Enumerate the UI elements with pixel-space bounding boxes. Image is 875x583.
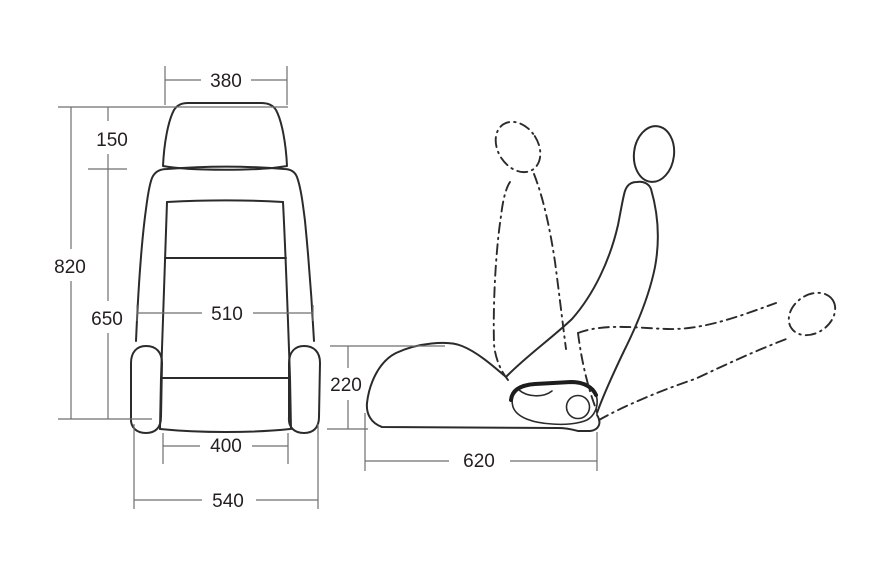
forward-back-front-edge bbox=[492, 181, 511, 381]
dim-overall-width-label: 540 bbox=[212, 491, 244, 512]
dim-headrest-width: 380 bbox=[164, 66, 288, 105]
dim-headrest-width-label: 380 bbox=[210, 71, 242, 92]
dim-seat-depth-label: 620 bbox=[463, 451, 495, 472]
reclined-back-upper-edge bbox=[577, 302, 777, 334]
front-bolster-left bbox=[129, 345, 163, 434]
dim-overall-height-label: 820 bbox=[54, 257, 86, 278]
recliner-knob bbox=[565, 394, 591, 420]
dim-cushion-width: 400 bbox=[162, 433, 289, 464]
forward-back-rear-edge bbox=[533, 173, 567, 350]
dim-headrest-height-label: 150 bbox=[96, 130, 128, 151]
backrest-position-forward-dashed bbox=[492, 120, 567, 381]
recliner-cover bbox=[511, 380, 598, 426]
dim-backrest-width-label: 510 bbox=[211, 304, 243, 325]
front-view-seat bbox=[129, 102, 321, 434]
recliner-cover-stitch bbox=[518, 389, 553, 397]
reclined-back-pivot-edge bbox=[577, 332, 599, 415]
dim-overall-width: 540 bbox=[133, 424, 319, 512]
side-cushion-base bbox=[365, 402, 601, 432]
dim-backrest-height: 650 bbox=[91, 169, 123, 419]
forward-headrest-dashed bbox=[494, 120, 542, 174]
dim-backrest-width: 510 bbox=[136, 304, 314, 325]
dim-overall-height: 820 bbox=[54, 107, 86, 419]
dim-headrest-height: 150 bbox=[96, 107, 128, 169]
reclined-back-lower-edge bbox=[598, 337, 790, 421]
backrest-position-reclined-dashed bbox=[577, 291, 837, 421]
front-panel-top-seam bbox=[166, 199, 284, 203]
dim-backrest-height-label: 650 bbox=[91, 309, 123, 330]
dim-cushion-width-label: 400 bbox=[210, 436, 242, 457]
front-headrest-outline bbox=[162, 102, 288, 171]
side-view-seat bbox=[365, 120, 837, 432]
dim-extension-lines-left bbox=[58, 106, 288, 420]
side-headrest-solid bbox=[632, 125, 676, 183]
dim-cushion-height: 220 bbox=[327, 345, 445, 430]
side-cushion-and-backrest-outline bbox=[366, 180, 659, 414]
dim-seat-depth: 620 bbox=[364, 413, 598, 472]
front-cushion-bottom bbox=[159, 428, 291, 433]
reclined-headrest-dashed bbox=[787, 291, 837, 337]
dim-cushion-height-label: 220 bbox=[330, 375, 362, 396]
front-bolster-right bbox=[287, 345, 321, 434]
front-backrest-outline bbox=[135, 165, 315, 342]
recliner-cover-top-edge bbox=[509, 379, 598, 402]
